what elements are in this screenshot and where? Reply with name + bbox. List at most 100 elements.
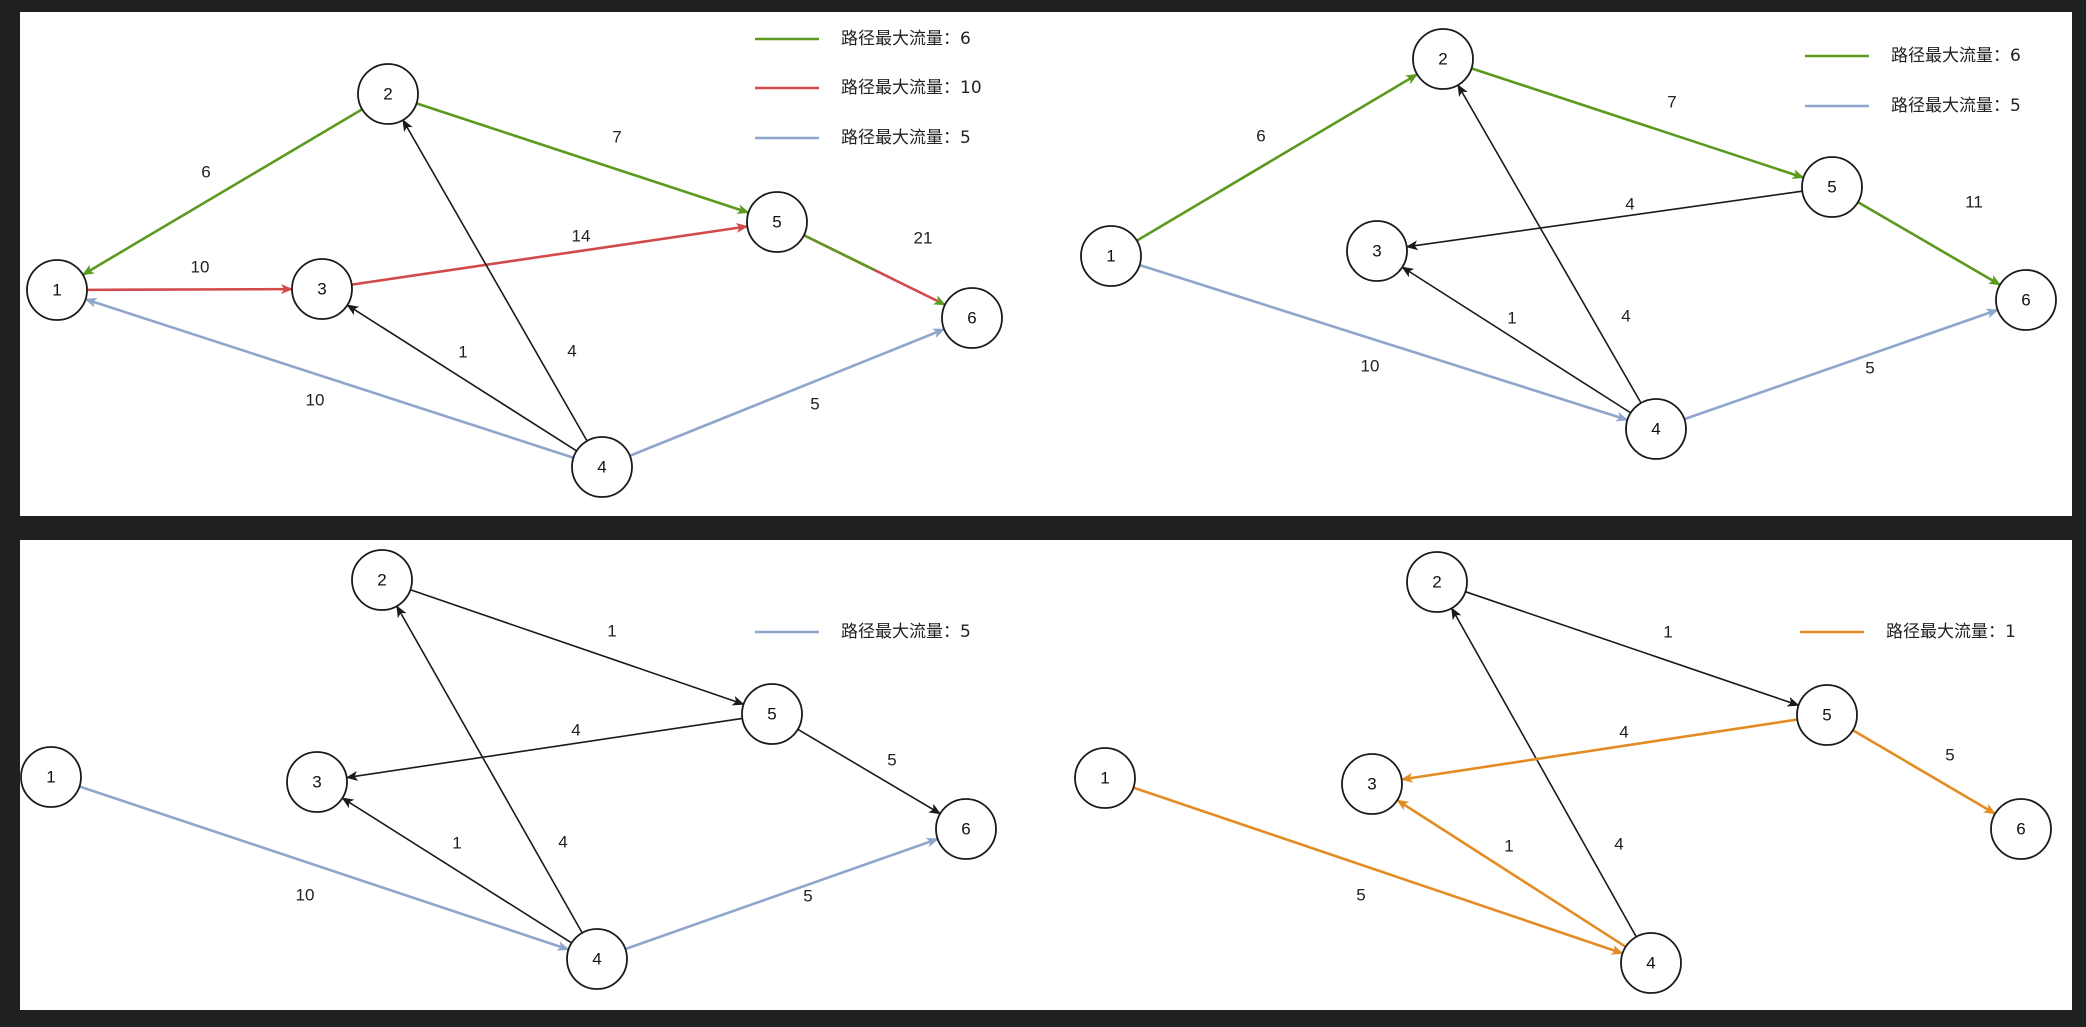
node-label: 4 — [1651, 420, 1660, 439]
edge-4-1: 10 — [84, 297, 586, 466]
edge-line — [81, 99, 375, 276]
node-circle — [20, 746, 82, 808]
edge-line — [1450, 607, 1638, 938]
edge-weight-label: 10 — [306, 391, 325, 410]
node-circle — [1801, 156, 1863, 218]
node-3: 3 — [291, 258, 353, 320]
edge-line-overlay — [791, 225, 876, 272]
node-circle — [1620, 932, 1682, 994]
node-label: 5 — [1827, 178, 1836, 197]
edge-line — [1127, 256, 1629, 422]
node-3: 3 — [1346, 220, 1408, 282]
edge-weight-label: 7 — [1667, 93, 1676, 112]
edge-weight-label: 1 — [452, 834, 461, 853]
edge-4-3: 1 — [341, 797, 573, 944]
edge-4-2: 4 — [402, 119, 588, 442]
edge-line — [1401, 266, 1632, 414]
legend-label: 路径最大流量：1 — [1886, 622, 2016, 642]
node-5: 5 — [741, 683, 803, 745]
node-6: 6 — [1990, 798, 2052, 860]
edge-weight-label: 5 — [1865, 359, 1874, 378]
legend: 路径最大流量：1 — [1800, 622, 2016, 642]
node-circle — [291, 258, 353, 320]
edge-weight-label: 10 — [296, 886, 315, 905]
edge-weight-label: 5 — [1356, 886, 1365, 905]
edge-line — [1840, 720, 1996, 815]
edge-weight-label: 4 — [1619, 723, 1628, 742]
edge-4-3: 1 — [346, 304, 578, 452]
legend-item: 路径最大流量：6 — [755, 29, 971, 49]
edge-weight-label: 21 — [914, 229, 933, 248]
edge-2-5: 1 — [1453, 583, 1800, 707]
edge-4-6: 5 — [617, 328, 946, 465]
node-label: 5 — [767, 705, 776, 724]
node-label: 6 — [961, 820, 970, 839]
node-label: 4 — [597, 458, 606, 477]
edge-4-2: 4 — [1450, 607, 1638, 938]
node-label: 2 — [383, 85, 392, 104]
edge-weight-label: 4 — [1621, 307, 1630, 326]
edge-line — [1845, 192, 2001, 287]
edge-line — [785, 719, 942, 815]
edge-line — [340, 223, 749, 292]
edge-line — [613, 837, 939, 958]
edge-1-4: 10 — [67, 778, 570, 951]
node-1: 1 — [20, 746, 82, 808]
edge-line — [1124, 73, 1419, 251]
edge-line — [617, 328, 946, 465]
edge-weight-label: 1 — [607, 622, 616, 641]
node-label: 4 — [592, 950, 601, 969]
node-circle — [571, 436, 633, 498]
legend-item: 路径最大流量：5 — [755, 128, 971, 148]
edge-weight-label: 1 — [1507, 309, 1516, 328]
node-3: 3 — [1341, 753, 1403, 815]
node-circle — [1995, 269, 2057, 331]
edge-line — [1121, 779, 1624, 955]
node-6: 6 — [935, 798, 997, 860]
edge-weight-label: 14 — [572, 227, 591, 246]
node-4: 4 — [1620, 932, 1682, 994]
node-4: 4 — [566, 928, 628, 990]
edge-line — [1453, 583, 1800, 707]
edge-weight-label: 5 — [810, 395, 819, 414]
edge-line — [402, 119, 588, 442]
node-label: 1 — [52, 281, 61, 300]
edge-5-6: 11 — [1845, 192, 2001, 287]
edge-4-2: 4 — [1457, 84, 1642, 404]
node-circle — [1406, 551, 1468, 613]
legend-item: 路径最大流量：1 — [1800, 622, 2016, 642]
node-5: 5 — [1796, 684, 1858, 746]
node-circle — [1346, 220, 1408, 282]
edge-line — [404, 95, 750, 214]
legend-item: 路径最大流量：6 — [1805, 46, 2021, 66]
edge-1-2: 6 — [1124, 73, 1419, 251]
legend-item: 路径最大流量：5 — [755, 622, 971, 642]
node-label: 2 — [1432, 573, 1441, 592]
edge-line — [396, 605, 583, 934]
node-2: 2 — [1406, 551, 1468, 613]
edge-4-2: 4 — [396, 605, 583, 934]
edge-line — [1672, 308, 1999, 428]
node-label: 1 — [1106, 247, 1115, 266]
edge-5-6: 5 — [1840, 720, 1996, 815]
legend-label: 路径最大流量：6 — [841, 29, 971, 49]
legend-label: 路径最大流量：5 — [1891, 96, 2021, 116]
edge-line — [398, 581, 745, 706]
edge-line — [1405, 184, 1814, 251]
node-circle — [746, 191, 808, 253]
node-3: 3 — [286, 751, 348, 813]
node-4: 4 — [571, 436, 633, 498]
edge-4-6: 5 — [1672, 308, 1999, 428]
node-circle — [566, 928, 628, 990]
edge-weight-label: 6 — [1256, 127, 1265, 146]
edge-5-6: 5 — [785, 719, 942, 815]
edge-5-6: 21 — [791, 225, 946, 306]
node-label: 6 — [2021, 291, 2030, 310]
edge-4-3: 1 — [1401, 266, 1632, 414]
